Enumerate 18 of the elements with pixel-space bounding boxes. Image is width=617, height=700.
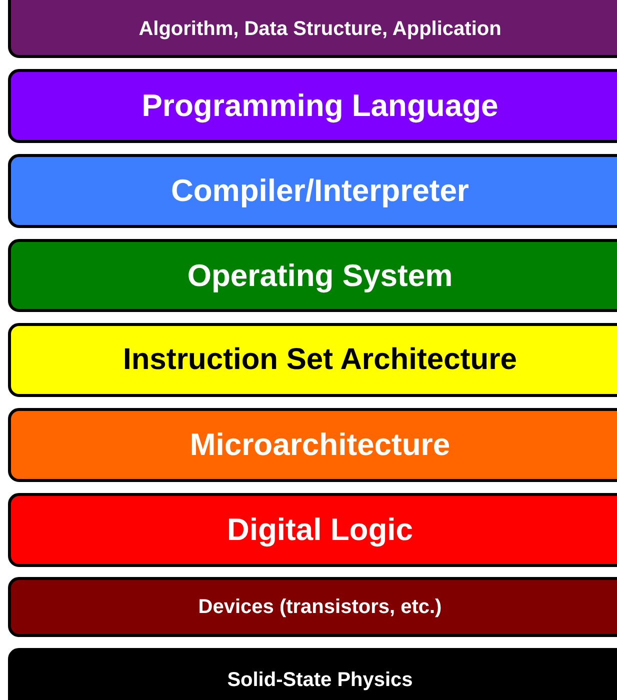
layer-box	[8, 69, 617, 143]
layer-box	[8, 239, 617, 312]
layer-box	[8, 323, 617, 397]
layer-label: Compiler/Interpreter	[170, 173, 469, 209]
layer-label: Operating System	[187, 258, 453, 294]
layer-label: Devices (transistors, etc.)	[198, 596, 442, 618]
layer-box	[8, 577, 617, 637]
layer-box	[8, 648, 617, 700]
layer-label: Microarchitecture	[190, 427, 450, 463]
layer-box	[8, 493, 617, 567]
layer-label: Instruction Set Architecture	[123, 343, 517, 377]
layer-box	[8, 154, 617, 228]
layer-label: Digital Logic	[227, 512, 413, 548]
layer-label: Solid-State Physics	[227, 668, 413, 692]
layer-box	[8, 408, 617, 482]
layer-label: Programming Language	[142, 88, 498, 124]
layer-box	[8, 0, 617, 58]
layer-label: Algorithm, Data Structure, Application	[138, 16, 502, 40]
